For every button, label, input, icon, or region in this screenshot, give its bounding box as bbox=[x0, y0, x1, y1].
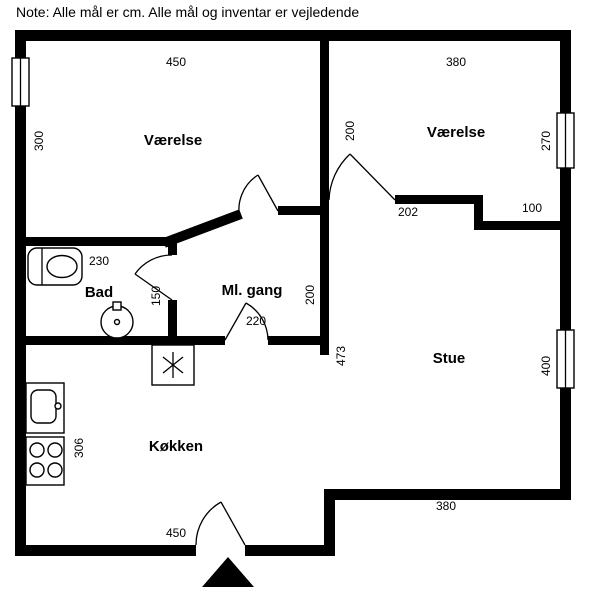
dim-bedroom2-left: 200 bbox=[343, 121, 357, 141]
wall-segment bbox=[177, 336, 225, 345]
doors bbox=[134, 153, 396, 546]
window-left bbox=[11, 57, 30, 107]
wall-segment bbox=[268, 336, 320, 345]
dim-living-bottom: 380 bbox=[436, 499, 456, 513]
wall-segment bbox=[278, 206, 320, 215]
wall-segment bbox=[26, 237, 169, 246]
toilet-icon bbox=[27, 247, 83, 286]
wall-segment bbox=[15, 545, 196, 556]
stove-icon bbox=[25, 436, 65, 486]
dim-bedroom2-top: 380 bbox=[446, 55, 466, 69]
wall-segment bbox=[320, 41, 329, 355]
dim-bedroom2-step: 100 bbox=[522, 201, 542, 215]
room-label-bedroom1: Værelse bbox=[144, 132, 202, 149]
dim-bath-right: 150 bbox=[149, 286, 163, 306]
note-text: Note: Alle mål er cm. Alle mål og invent… bbox=[16, 4, 360, 20]
wall-segment bbox=[26, 336, 177, 345]
room-label-kitchen: Køkken bbox=[149, 438, 203, 455]
room-label-living: Stue bbox=[433, 350, 466, 367]
door-arc-bedroom2 bbox=[328, 153, 396, 201]
wall-segment bbox=[15, 30, 571, 41]
dim-bedroom2-bottom: 202 bbox=[398, 205, 418, 219]
fixtures bbox=[25, 247, 254, 587]
door-arc-entrance bbox=[195, 501, 246, 546]
dim-kitchen-left: 306 bbox=[72, 438, 86, 458]
kitchen-sink-icon bbox=[25, 382, 65, 434]
entrance-arrow-icon bbox=[202, 557, 254, 587]
dim-kitchen-bottom: 450 bbox=[166, 526, 186, 540]
wall-segment bbox=[168, 237, 177, 255]
wall-segment bbox=[560, 30, 571, 500]
wall-segment bbox=[395, 195, 483, 204]
room-labels: Værelse Værelse Bad Ml. gang Stue Køkken bbox=[85, 124, 485, 455]
windows bbox=[11, 57, 575, 389]
window-right-bottom bbox=[556, 329, 575, 389]
dim-bedroom1-left: 300 bbox=[32, 131, 46, 151]
bath-sink-icon bbox=[100, 301, 134, 339]
dim-living-left: 473 bbox=[334, 346, 348, 366]
wall-segment bbox=[474, 221, 560, 230]
room-label-hall: Ml. gang bbox=[222, 282, 283, 299]
wall-segment bbox=[324, 489, 571, 500]
window-right-top bbox=[556, 112, 575, 169]
door-arc-hall bbox=[224, 302, 269, 341]
door-arc-bath bbox=[134, 254, 173, 301]
wall-segment bbox=[168, 300, 177, 345]
room-label-bath: Bad bbox=[85, 284, 113, 301]
wall-segment bbox=[324, 489, 335, 556]
water-heater-icon bbox=[151, 344, 195, 386]
door-arc-bedroom1 bbox=[238, 174, 279, 220]
dim-hall-right: 200 bbox=[303, 285, 317, 305]
wall-segment bbox=[15, 30, 26, 556]
walls bbox=[15, 30, 571, 556]
dimension-labels: 450 380 300 200 270 202 100 230 150 200 … bbox=[32, 55, 553, 540]
dim-hall-bottom: 220 bbox=[246, 314, 266, 328]
wall-segment bbox=[474, 195, 483, 230]
wall-segment bbox=[245, 545, 335, 556]
dim-living-right: 400 bbox=[539, 356, 553, 376]
dim-bath-top: 230 bbox=[89, 254, 109, 268]
room-label-bedroom2: Værelse bbox=[427, 124, 485, 141]
dim-bedroom2-right: 270 bbox=[539, 131, 553, 151]
dim-bedroom1-top: 450 bbox=[166, 55, 186, 69]
